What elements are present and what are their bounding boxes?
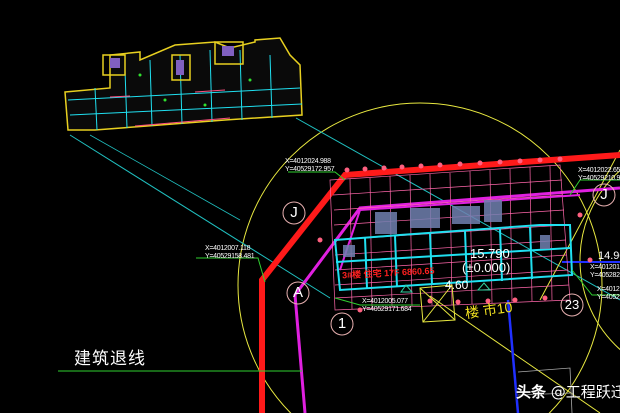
coord-x: X=4012 (597, 286, 620, 293)
coordinate-label-top-right: X=4012022.65 Y=40529210.98 (578, 167, 620, 183)
coord-y: Y=40529172.957 (285, 166, 335, 173)
yellow-radius-circle (237, 102, 603, 413)
axis-label-J-left: J (290, 204, 298, 221)
coordinate-label-left: X=4012007.118 Y=40529158.481 (205, 245, 255, 261)
axis-label-J-right: J (600, 186, 608, 203)
watermark-author: @工程跃迁 (550, 383, 620, 401)
stair-cores (343, 200, 550, 257)
right-elevation: 14.90 (598, 250, 620, 262)
watermark-source: 头条 (516, 383, 547, 401)
yellow-radius-circle-right (579, 169, 620, 351)
axis-circles (282, 183, 616, 336)
coord-x: X=401201 (590, 264, 620, 271)
coordinate-label-top-left: X=4012024.988 Y=40529172.957 (285, 158, 335, 174)
coord-x: X=4012024.988 (285, 158, 331, 165)
axis-label-23: 23 (564, 297, 580, 312)
entry-level: 4.60 (445, 278, 469, 292)
axis-label-A: A (292, 284, 303, 301)
coord-y: Y=40529171.684 (362, 306, 412, 313)
axis-bubbles (317, 156, 593, 313)
watermark: 头条 @工程跃迁 (516, 381, 620, 402)
coord-x: X=4012005.077 (362, 298, 408, 305)
building-walls (333, 224, 574, 292)
coord-y: Y=405282 (590, 272, 620, 279)
coordinate-label-right-mid: X=401201 Y=405282 (590, 264, 620, 280)
entrance-box (419, 284, 456, 323)
coord-x: X=4012022.65 (578, 167, 620, 174)
floor-plan-thumbnail (64, 37, 303, 131)
building-setback-label: 建筑退线 (74, 349, 146, 369)
coord-y: Y=40529210.98 (578, 175, 620, 182)
coord-x: X=4012007.118 (205, 245, 251, 252)
coord-y: Y=40529 (597, 294, 620, 301)
axis-label-1: 1 (337, 315, 347, 332)
coordinate-label-bottom: X=4012005.077 Y=40529171.684 (362, 298, 412, 314)
coord-y: Y=40529158.481 (205, 253, 255, 260)
coordinate-leaders (58, 171, 620, 372)
elevation-lower: (±0.000) (462, 260, 511, 275)
elevation-upper: 15.790 (470, 246, 510, 261)
coordinate-label-right-low: X=4012 Y=40529 (597, 286, 620, 302)
